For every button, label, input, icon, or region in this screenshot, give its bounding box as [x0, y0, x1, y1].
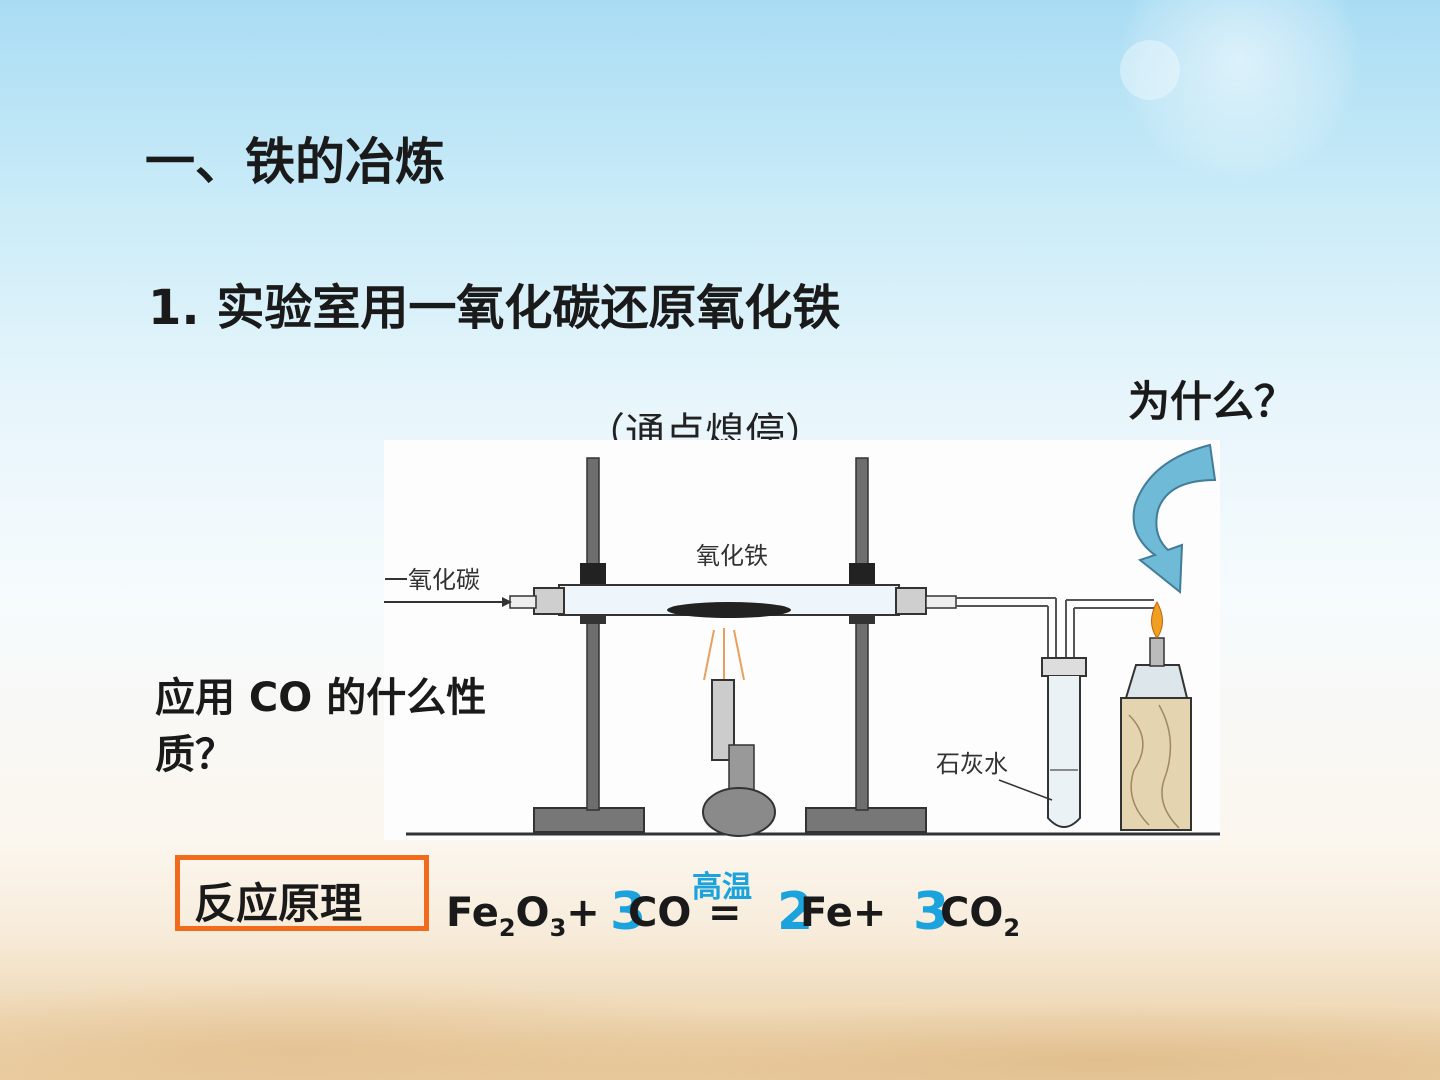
equation-reactant-co: CO — [628, 890, 692, 936]
coefficient-co2: 3 — [913, 882, 950, 942]
equation-product-co2: CO2 — [940, 890, 1021, 942]
light-bokeh-small — [1120, 40, 1180, 100]
principle-label: 反应原理 — [194, 879, 363, 928]
page-title: 一、铁的冶炼 — [145, 133, 445, 191]
coefficient-co: 3 — [610, 882, 647, 942]
apparatus-diagram: 一氧化碳 氧化铁 石灰水 — [384, 440, 1220, 840]
section-heading: 1. 实验室用一氧化碳还原氧化铁 — [148, 280, 841, 336]
label-lime-water: 石灰水 — [936, 750, 1008, 778]
why-question: 为什么？ — [1128, 377, 1297, 426]
equation-product-fe: Fe+ — [800, 890, 887, 936]
equation-reactant-fe2o3: Fe2O3+ — [446, 890, 600, 942]
reaction-condition: 高温 — [692, 870, 752, 905]
sand-background — [0, 930, 1440, 1080]
curved-arrow-icon — [1132, 443, 1217, 595]
principle-box: 反应原理 — [175, 855, 429, 931]
label-co: 一氧化碳 — [384, 566, 480, 594]
label-iron-oxide: 氧化铁 — [696, 542, 768, 570]
equation-equals: = — [708, 890, 742, 936]
question-line-2: 质？ — [155, 732, 235, 778]
coefficient-fe: 2 — [777, 882, 814, 942]
question-line-1: 应用 CO 的什么性 — [155, 675, 487, 721]
